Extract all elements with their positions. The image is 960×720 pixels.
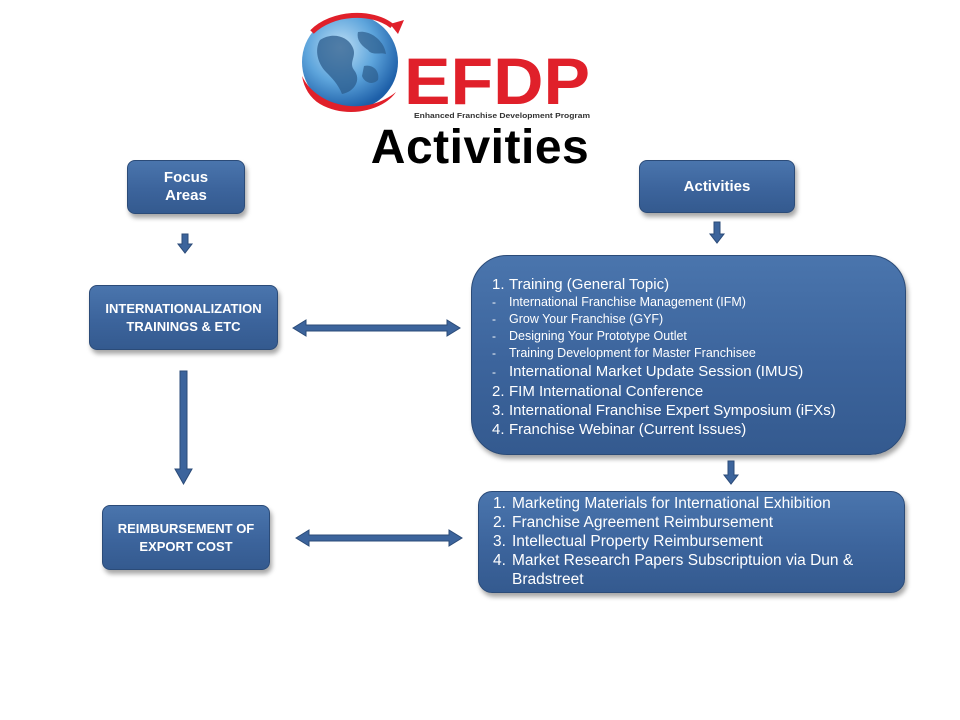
reimb-line-1: REIMBURSEMENT OF bbox=[117, 520, 255, 536]
list-marker: 3. bbox=[492, 402, 505, 419]
page-title: Activities bbox=[370, 121, 590, 174]
list-item-text: Training Development for Master Franchis… bbox=[509, 346, 756, 360]
list-marker: - bbox=[492, 329, 496, 343]
list-marker: - bbox=[492, 365, 496, 379]
list-marker: - bbox=[492, 346, 496, 360]
list-item-text: Franchise Agreement Reimbursement bbox=[512, 514, 774, 531]
list-item-text: Designing Your Prototype Outlet bbox=[509, 329, 687, 343]
focus-areas-header: Focus Areas bbox=[127, 160, 245, 214]
efdp-logo: EFDP Enhanced Franchise Development Prog… bbox=[302, 12, 590, 120]
reimbursement-activity-item: 2. Franchise Agreement Reimbursement bbox=[493, 513, 896, 532]
focus-header-line-1: Focus bbox=[163, 169, 209, 186]
training-activities-list: 1.Training (General Topic)-International… bbox=[492, 275, 895, 439]
training-activity-item: 4.Franchise Webinar (Current Issues) bbox=[492, 420, 895, 439]
down-arrow-icon bbox=[174, 370, 193, 486]
training-activity-item: 1.Training (General Topic) bbox=[492, 275, 895, 294]
training-activity-item: -International Market Update Session (IM… bbox=[492, 362, 895, 382]
focus-header-line-2: Areas bbox=[165, 187, 207, 204]
training-activity-item: 2.FIM International Conference bbox=[492, 382, 895, 401]
list-marker: 4. bbox=[492, 421, 505, 438]
list-marker: - bbox=[492, 295, 496, 309]
reimbursement-continuation: Bradstreet bbox=[512, 571, 584, 588]
list-item-text: Franchise Webinar (Current Issues) bbox=[509, 421, 747, 438]
reimbursement-activity-item: 4. Market Research Papers Subscriptuion v… bbox=[493, 551, 896, 570]
internationalization-trainings-box: INTERNATIONALIZATION TRAININGS & ETC bbox=[89, 285, 278, 350]
intl-line-1: INTERNATIONALIZATION bbox=[105, 300, 262, 316]
training-activity-item: 3.International Franchise Expert Symposi… bbox=[492, 401, 895, 420]
list-item-text: Intellectual Property Reimbursement bbox=[512, 533, 763, 550]
activities-header-label: Activities bbox=[683, 177, 751, 195]
training-activity-item: -International Franchise Management (IFM… bbox=[492, 294, 895, 311]
list-marker: 4. bbox=[493, 552, 506, 569]
reimbursement-activity-item: 3. Intellectual Property Reimbursement bbox=[493, 532, 896, 551]
logo-text: EFDP bbox=[404, 44, 590, 118]
down-arrow-icon bbox=[176, 233, 194, 254]
list-item-text: Market Research Papers Subscriptuion via… bbox=[512, 552, 854, 569]
list-item-text: FIM International Conference bbox=[509, 383, 704, 400]
list-item-text: Training (General Topic) bbox=[509, 276, 670, 293]
training-activity-item: -Training Development for Master Franchi… bbox=[492, 345, 895, 362]
list-marker: 1. bbox=[493, 495, 506, 512]
list-item-text: Marketing Materials for International Ex… bbox=[512, 495, 831, 512]
logo-tagline: Enhanced Franchise Development Program bbox=[414, 111, 590, 120]
double-arrow-icon bbox=[295, 529, 463, 547]
reimbursement-activities-list: 1. Marketing Materials for International … bbox=[493, 494, 896, 570]
reimbursement-activity-item: 1. Marketing Materials for International … bbox=[493, 494, 896, 513]
list-marker: - bbox=[492, 312, 496, 326]
list-marker: 1. bbox=[492, 276, 505, 293]
double-arrow-icon bbox=[292, 319, 461, 337]
list-marker: 3. bbox=[493, 533, 506, 550]
list-marker: 2. bbox=[492, 383, 505, 400]
list-marker: 2. bbox=[493, 514, 506, 531]
reimb-line-2: EXPORT COST bbox=[139, 538, 233, 554]
reimbursement-activities-box: 1. Marketing Materials for International … bbox=[478, 491, 905, 593]
list-item-text: Grow Your Franchise (GYF) bbox=[509, 312, 664, 326]
training-activities-box: 1.Training (General Topic)-International… bbox=[471, 255, 906, 455]
down-arrow-icon bbox=[722, 460, 740, 485]
training-activity-item: -Grow Your Franchise (GYF) bbox=[492, 311, 895, 328]
list-item-text: International Franchise Management (IFM) bbox=[509, 295, 746, 309]
list-item-text: International Franchise Expert Symposium… bbox=[509, 402, 836, 419]
intl-line-2: TRAININGS & ETC bbox=[126, 318, 241, 334]
activities-header: Activities bbox=[639, 160, 795, 213]
training-activity-item: -Designing Your Prototype Outlet bbox=[492, 328, 895, 345]
down-arrow-icon bbox=[708, 221, 726, 244]
globe-icon bbox=[302, 12, 404, 113]
list-item-text: International Market Update Session (IMU… bbox=[509, 363, 804, 380]
reimbursement-export-cost-box: REIMBURSEMENT OF EXPORT COST bbox=[102, 505, 270, 570]
